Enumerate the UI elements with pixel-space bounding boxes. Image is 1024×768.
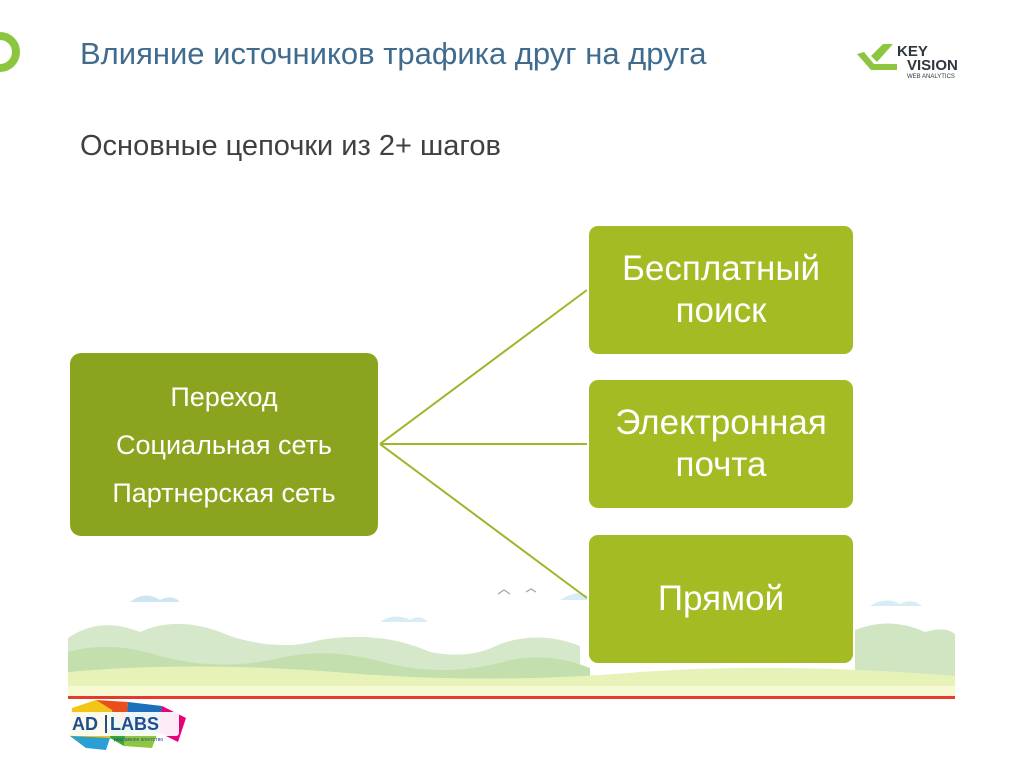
landscape-illustration [68, 588, 955, 699]
connector-line [379, 289, 588, 445]
source-line: Партнерская сеть [112, 477, 336, 508]
target-box-line: поиск [675, 291, 767, 330]
keyvision-logo: KEY VISION WEB ANALYTICS [857, 43, 958, 80]
target-box-line: Прямой [657, 579, 785, 618]
source-line: Социальная сеть [116, 429, 332, 460]
target-box-organic-search: Бесплатный поиск [587, 224, 855, 356]
keyvision-logo-line1: KEY [897, 43, 928, 60]
slide-title: Влияние источников трафика друг на друга [80, 36, 707, 71]
target-box-line: Электронная [615, 403, 827, 442]
divider-line [68, 696, 955, 699]
adlabs-logo: AD LABS рекламное агентство [69, 700, 186, 750]
target-box-line: Бесплатный [621, 249, 821, 288]
source-box: Переход Социальная сеть Партнерская сеть [70, 353, 378, 536]
keyvision-logo-line2: VISION [907, 57, 958, 74]
source-line: Переход [170, 381, 278, 412]
adlabs-logo-left: AD [72, 714, 98, 734]
target-box-direct: Прямой [587, 533, 855, 665]
keyvision-logo-line3: WEB ANALYTICS [907, 74, 955, 80]
check-mark-icon [857, 52, 897, 70]
adlabs-logo-tagline: рекламное агентство [114, 737, 163, 743]
target-box-line: почта [675, 445, 767, 484]
target-box-email: Электронная почта [587, 378, 855, 510]
ring-icon [0, 32, 20, 72]
subtitle: Основные цепочки из 2+ шагов [80, 130, 501, 162]
adlabs-logo-right: LABS [110, 714, 159, 734]
